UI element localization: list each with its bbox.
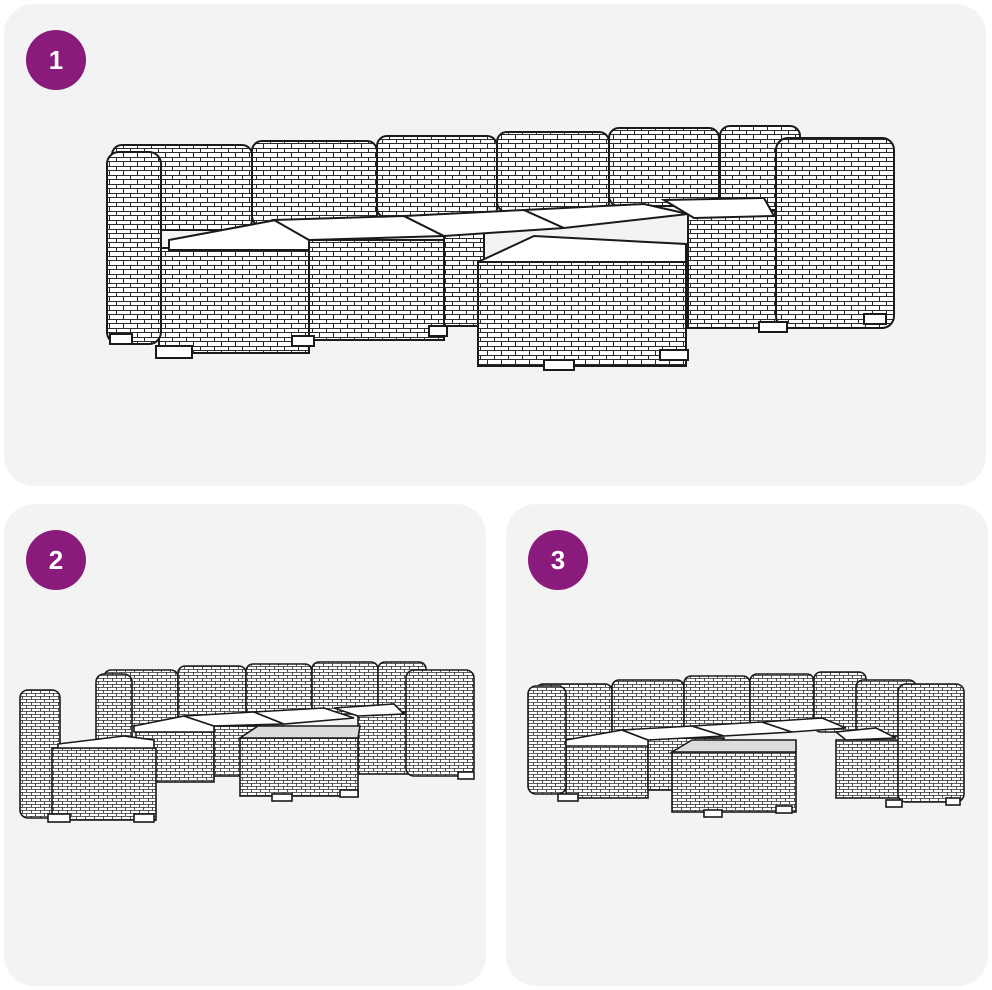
step-3-panel: 3 [506, 504, 988, 986]
step-3-badge: 3 [528, 530, 588, 590]
sofa-set-corner-detached-icon [19, 661, 475, 823]
step-2-panel: 2 [4, 504, 486, 986]
step-2-badge: 2 [26, 530, 86, 590]
step-1-panel: 1 [4, 4, 986, 486]
sofa-set-corner-attached-icon [527, 671, 965, 818]
sofa-set-assembled-wide-icon [106, 125, 895, 371]
step-1-badge: 1 [26, 30, 86, 90]
